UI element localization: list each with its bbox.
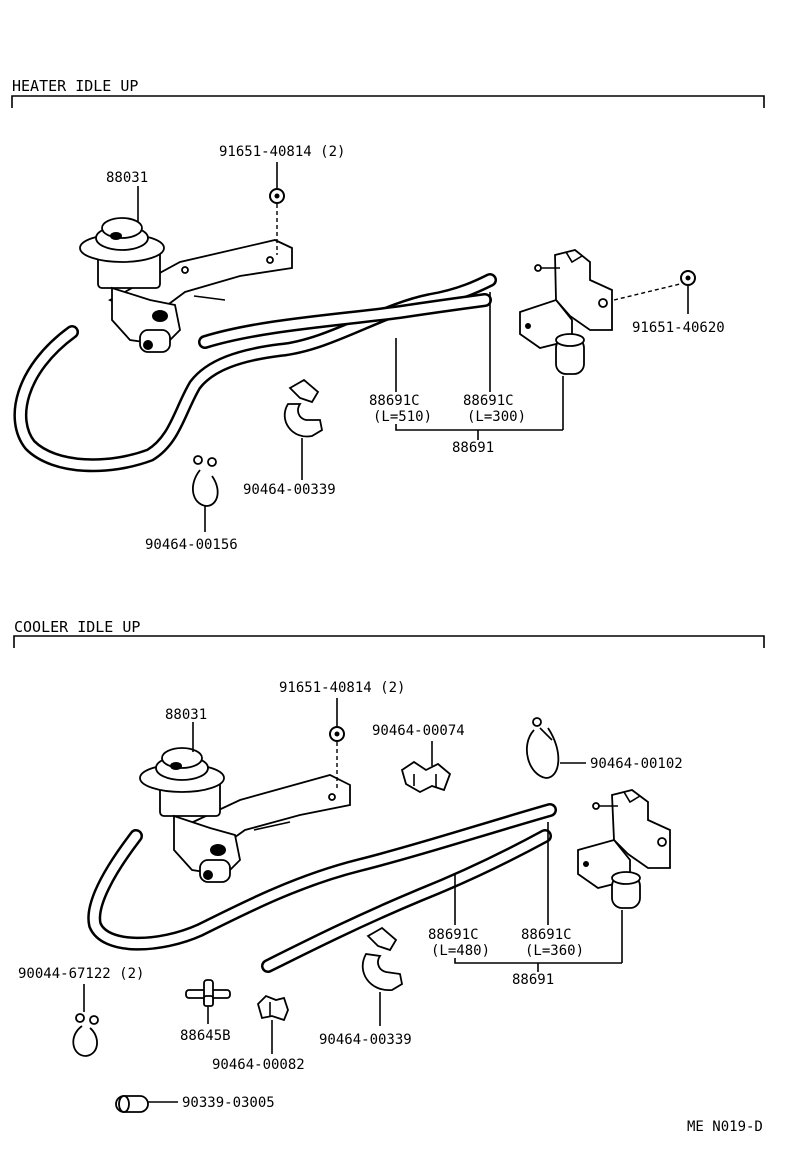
cooler-section: COOLER IDLE UP 88031 xyxy=(13,618,765,1113)
cooler-hose-set-label: 88691 xyxy=(512,972,554,988)
heater-actuator xyxy=(79,217,293,353)
cooler-hose-a-len-label: (L=480) xyxy=(431,943,490,959)
cooler-section-bracket xyxy=(13,635,765,648)
heater-hose-set-label: 88691 xyxy=(452,440,494,456)
cooler-clamp-right-icon xyxy=(525,717,560,779)
cooler-hose-short xyxy=(261,829,552,973)
cooler-vsv-valve xyxy=(577,789,671,909)
heater-clamp-mid-label: 90464-00339 xyxy=(243,482,336,498)
cooler-clamp-mid-icon xyxy=(361,926,404,991)
heater-vsv-valve xyxy=(519,249,613,375)
diagram-code: ME N019-D xyxy=(687,1119,763,1135)
heater-clamp-mid-icon xyxy=(283,378,324,438)
heater-hose-b-label: 88691C xyxy=(463,393,514,409)
cooler-clamp-left-label: 90044-67122 (2) xyxy=(18,966,144,982)
cooler-clamp-mid-label: 90464-00339 xyxy=(319,1032,412,1048)
heater-bolt-right-icon xyxy=(680,270,696,286)
cooler-tee-label: 88645B xyxy=(180,1028,231,1044)
cooler-clamp-left-icon xyxy=(72,1013,99,1057)
heater-bolt-top-icon xyxy=(269,188,285,204)
cooler-clamp-right-label: 90464-00102 xyxy=(590,756,683,772)
cooler-clip-small-label: 90464-00082 xyxy=(212,1057,305,1073)
cooler-clip-top-label: 90464-00074 xyxy=(372,723,465,739)
cooler-bolt-top-icon xyxy=(329,726,345,742)
heater-hose-short xyxy=(198,293,492,349)
heater-section: HEATER IDLE UP 88031 xyxy=(11,77,765,553)
cooler-tee-icon xyxy=(185,979,231,1007)
heater-hose-b-len-label: (L=300) xyxy=(467,409,526,425)
cooler-clip-small-icon xyxy=(256,994,289,1022)
heater-bolt-right-label: 91651-40620 xyxy=(632,320,725,336)
heater-hose-a-len-label: (L=510) xyxy=(373,409,432,425)
cooler-hose-b-len-label: (L=360) xyxy=(525,943,584,959)
cooler-hose-loop xyxy=(87,803,557,951)
heater-bolt-top-label: 91651-40814 (2) xyxy=(219,144,345,160)
cooler-plug-icon xyxy=(115,1095,149,1113)
heater-actuator-label: 88031 xyxy=(106,170,148,186)
heater-section-bracket xyxy=(11,95,765,108)
cooler-hose-b-label: 88691C xyxy=(521,927,572,943)
cooler-bolt-top-label: 91651-40814 (2) xyxy=(279,680,405,696)
heater-section-title: HEATER IDLE UP xyxy=(12,77,138,95)
cooler-clip-top-icon xyxy=(400,760,452,794)
cooler-section-title: COOLER IDLE UP xyxy=(14,618,140,636)
cooler-hose-a-label: 88691C xyxy=(428,927,479,943)
cooler-actuator-label: 88031 xyxy=(165,707,207,723)
heater-hose-a-label: 88691C xyxy=(369,393,420,409)
heater-clamp-low-label: 90464-00156 xyxy=(145,537,238,553)
heater-clamp-low-icon xyxy=(192,455,219,507)
cooler-plug-label: 90339-03005 xyxy=(182,1095,275,1111)
cooler-actuator xyxy=(139,747,351,883)
